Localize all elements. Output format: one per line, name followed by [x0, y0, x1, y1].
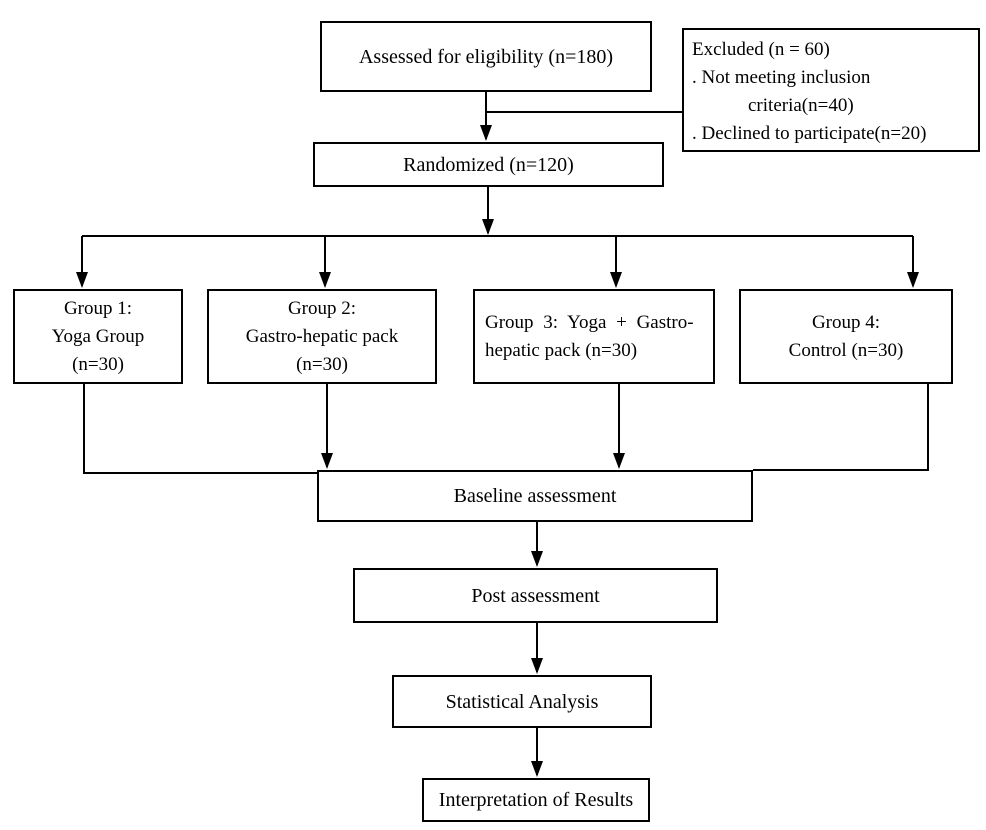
group1-name: Yoga Group [51, 325, 145, 347]
baseline-assessment-box: Baseline assessment [317, 470, 753, 522]
excluded-reason-inclusion-count: criteria(n=40) [748, 95, 854, 116]
assessed-eligibility-label: Assessed for eligibility (n=180) [358, 45, 614, 68]
excluded-title: Excluded (n = 60) [692, 39, 830, 60]
excluded-box: Excluded (n = 60) . Not meeting inclusio… [682, 28, 980, 152]
post-assessment-box: Post assessment [353, 568, 718, 623]
statistical-analysis-box: Statistical Analysis [392, 675, 652, 728]
randomized-label: Randomized (n=120) [403, 153, 574, 176]
interpretation-results-box: Interpretation of Results [422, 778, 650, 822]
excluded-reason-declined: . Declined to participate(n=20) [692, 123, 927, 144]
group2-name: Gastro-hepatic pack [245, 325, 399, 347]
group1-count: (n=30) [72, 353, 124, 375]
group4-title: Group 4: [811, 311, 881, 333]
baseline-assessment-label: Baseline assessment [453, 485, 617, 507]
group3-line1: Group 3: Yoga + Gastro- [485, 311, 694, 333]
group2-title: Group 2: [287, 297, 357, 319]
group2-count: (n=30) [296, 353, 348, 375]
group1-yoga-box: Group 1: Yoga Group (n=30) [13, 289, 183, 384]
statistical-analysis-label: Statistical Analysis [445, 690, 599, 713]
group3-line2: hepatic pack (n=30) [485, 339, 638, 361]
interpretation-results-label: Interpretation of Results [438, 789, 634, 811]
connector-group1-to-baseline [83, 384, 317, 474]
group4-control-box: Group 4: Control (n=30) [739, 289, 953, 384]
group2-gastro-hepatic-box: Group 2: Gastro-hepatic pack (n=30) [207, 289, 437, 384]
connector-group4-to-baseline [753, 384, 929, 471]
excluded-reason-inclusion: . Not meeting inclusion [692, 67, 871, 88]
group3-yoga-plus-pack-box: Group 3: Yoga + Gastro- hepatic pack (n=… [473, 289, 715, 384]
assessed-eligibility-box: Assessed for eligibility (n=180) [320, 21, 652, 92]
post-assessment-label: Post assessment [471, 584, 600, 607]
group4-name: Control (n=30) [788, 339, 904, 361]
randomized-box: Randomized (n=120) [313, 142, 664, 187]
group1-title: Group 1: [63, 297, 133, 319]
